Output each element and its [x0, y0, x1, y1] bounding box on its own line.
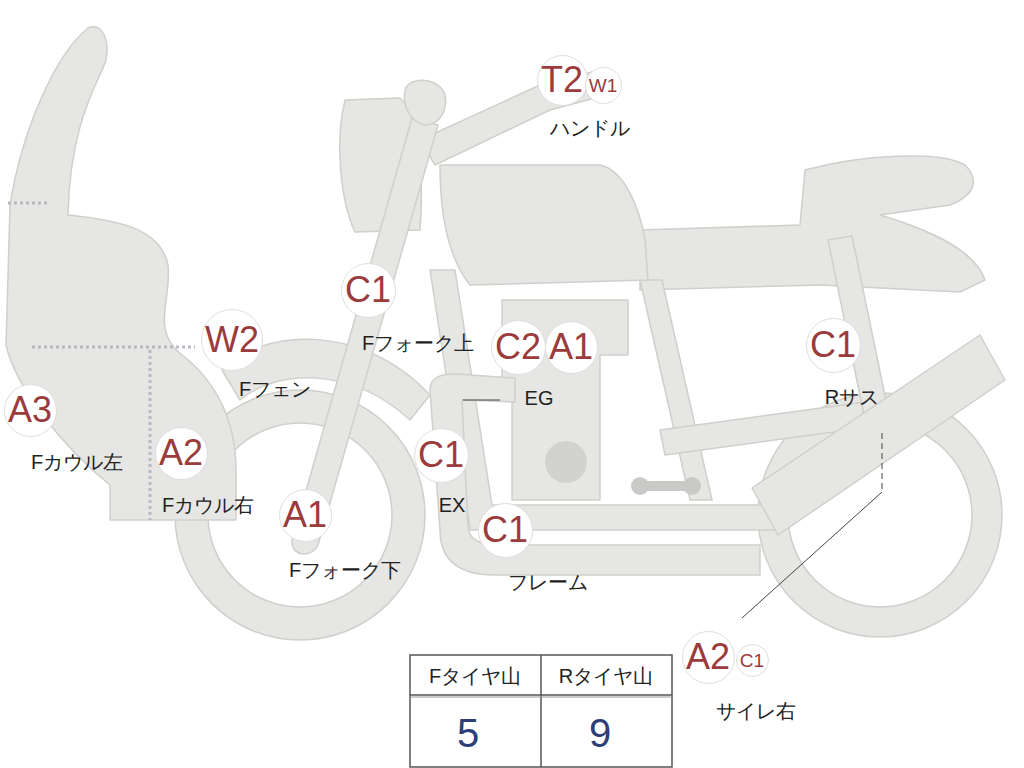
table-value: 5 [457, 711, 479, 755]
part-name: Fフォーク上 [362, 332, 474, 354]
callout-code: A1 [549, 329, 593, 365]
callout-code: C1 [740, 651, 764, 670]
callout-circle: A1 [545, 321, 598, 374]
callout-code: W2 [205, 322, 259, 358]
callout-code: A1 [283, 497, 327, 533]
callout-code: C1 [345, 272, 391, 308]
part-name: EG [525, 387, 554, 409]
part-name: Fフェン [239, 378, 311, 400]
callout-code: C1 [810, 327, 856, 363]
table-header: Rタイヤ山 [559, 665, 653, 687]
callout-circle: W2 [201, 309, 263, 371]
callout-circle: A3 [4, 384, 57, 437]
callout-circle: A2 [682, 631, 735, 684]
callout-circle: W1 [585, 67, 622, 104]
part-name: Rサス [825, 386, 879, 408]
callout-circle: A2 [155, 427, 208, 480]
callout-circle: C1 [736, 644, 769, 677]
callout-code: C2 [495, 329, 541, 365]
part-name: フレーム [508, 571, 588, 593]
callout-circle: T2 [537, 55, 588, 106]
callout-code: T2 [541, 62, 583, 98]
table-value: 9 [589, 711, 611, 755]
callout-circle: C1 [341, 263, 396, 318]
callout-code: A2 [686, 639, 730, 675]
table-header: Fタイヤ山 [429, 665, 521, 687]
part-name: Fフォーク下 [289, 559, 401, 581]
callout-circle: A1 [279, 489, 332, 542]
callout-circle: C1 [414, 428, 469, 483]
callout-circle: C1 [806, 318, 861, 373]
part-name: ハンドル [550, 117, 630, 139]
callout-code: W1 [589, 76, 618, 95]
part-name: Fカウル右 [162, 494, 254, 516]
callout-code: C1 [482, 512, 528, 548]
callout-code: A3 [8, 392, 52, 428]
part-name: EX [439, 494, 466, 516]
callout-code: C1 [418, 437, 464, 473]
callout-circle: C1 [478, 503, 533, 558]
callout-circle: C2 [491, 320, 546, 375]
part-name: サイレ右 [716, 700, 796, 722]
callout-code: A2 [159, 435, 203, 471]
part-name: Fカウル左 [31, 451, 123, 473]
